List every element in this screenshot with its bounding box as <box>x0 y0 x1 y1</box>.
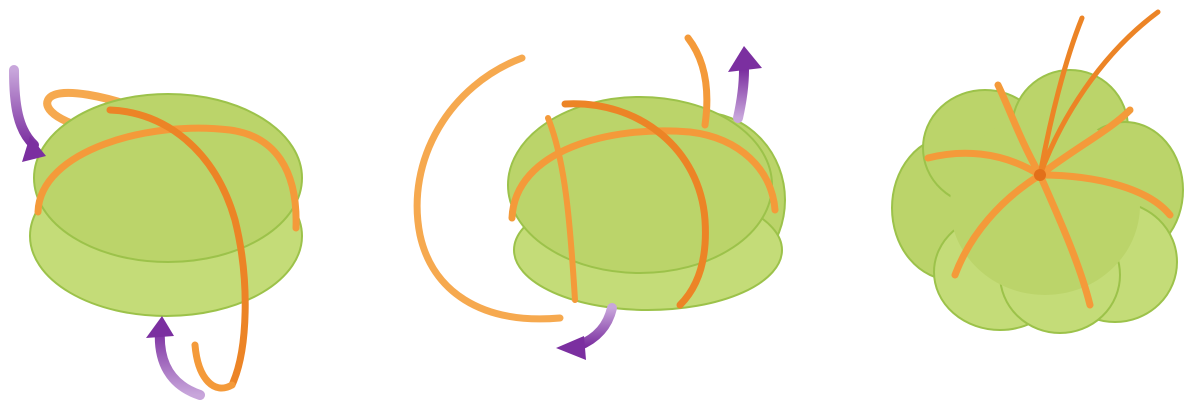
curved-arrow-upright <box>738 70 744 118</box>
string-tail <box>195 345 232 388</box>
arrow-head-bottom <box>146 316 174 338</box>
step-1 <box>14 70 302 395</box>
knot <box>1034 169 1046 181</box>
disk-top <box>34 94 302 262</box>
arrow-head-upright <box>728 46 762 72</box>
curved-arrow-topleft <box>14 70 34 145</box>
step-3 <box>892 12 1183 333</box>
step-2 <box>417 38 785 360</box>
arrow-head-downleft <box>556 336 586 360</box>
curved-arrow-bottom <box>160 330 200 395</box>
